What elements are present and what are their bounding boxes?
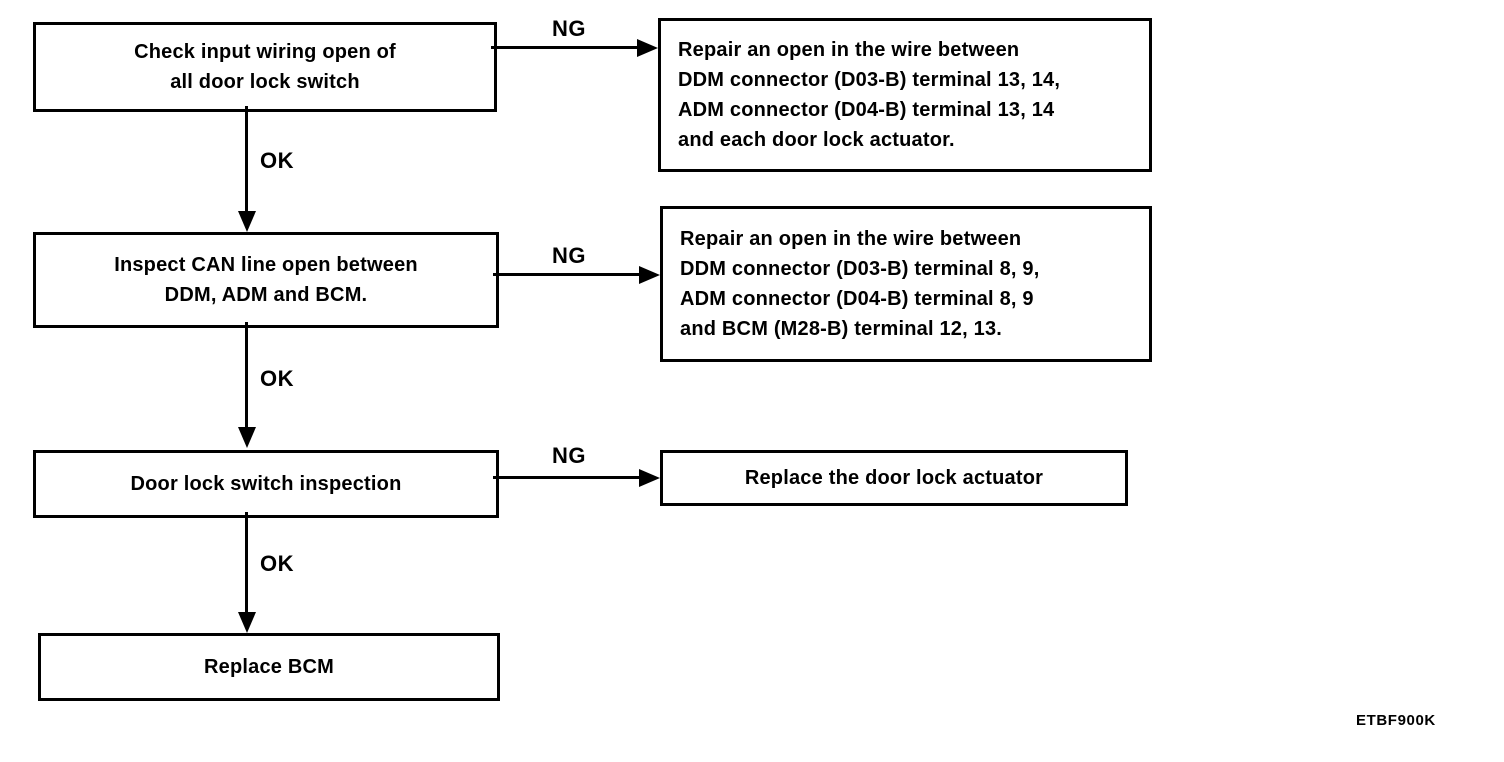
flow-node-step1: Check input wiring open of all door lock… — [33, 22, 497, 112]
node-text-line: Check input wiring open of — [134, 41, 396, 63]
edge-label-ng-3: NG — [552, 443, 586, 468]
flow-node-step4: Replace BCM — [38, 633, 500, 701]
arrowhead-right-icon — [637, 39, 658, 57]
connector-line-ng-3 — [493, 476, 640, 479]
node-text-line: Repair an open in the wire between — [680, 228, 1022, 250]
figure-code: ETBF900K — [1356, 712, 1436, 729]
connector-line-ng-1 — [491, 46, 639, 49]
connector-line-ok-1 — [245, 106, 248, 212]
arrowhead-right-icon — [639, 469, 660, 487]
edge-label-ng-1: NG — [552, 16, 586, 41]
connector-line-ok-3 — [245, 512, 248, 614]
node-text-line: DDM connector (D03-B) terminal 13, 14, — [678, 69, 1061, 91]
arrowhead-right-icon — [639, 266, 660, 284]
node-text-line: ADM connector (D04-B) terminal 13, 14 — [678, 99, 1055, 121]
node-text-line: and each door lock actuator. — [678, 129, 955, 151]
node-text-line: and BCM (M28-B) terminal 12, 13. — [680, 318, 1003, 340]
connector-line-ng-2 — [493, 273, 640, 276]
edge-label-ok-3: OK — [260, 551, 294, 576]
node-text-line: Replace BCM — [203, 656, 334, 678]
node-text-line: ADM connector (D04-B) terminal 8, 9 — [680, 288, 1034, 310]
node-text-line: Repair an open in the wire between — [678, 39, 1020, 61]
flow-node-step3: Door lock switch inspection — [33, 450, 499, 518]
node-text-line: Replace the door lock actuator — [744, 467, 1044, 489]
connector-line-ok-2 — [245, 322, 248, 428]
arrowhead-down-icon — [238, 612, 256, 633]
flow-node-repair1: Repair an open in the wire between DDM c… — [658, 18, 1152, 172]
arrowhead-down-icon — [238, 427, 256, 448]
edge-label-ng-2: NG — [552, 243, 586, 268]
node-text-line: DDM, ADM and BCM. — [164, 284, 368, 306]
node-text-line: Inspect CAN line open between — [114, 254, 418, 276]
edge-label-ok-1: OK — [260, 148, 294, 173]
flow-node-repair3: Replace the door lock actuator — [660, 450, 1128, 506]
arrowhead-down-icon — [238, 211, 256, 232]
node-text-line: DDM connector (D03-B) terminal 8, 9, — [680, 258, 1040, 280]
node-text-line: Door lock switch inspection — [130, 473, 402, 495]
edge-label-ok-2: OK — [260, 366, 294, 391]
node-text-line: all door lock switch — [170, 71, 360, 93]
flow-node-step2: Inspect CAN line open between DDM, ADM a… — [33, 232, 499, 328]
flow-node-repair2: Repair an open in the wire between DDM c… — [660, 206, 1152, 362]
